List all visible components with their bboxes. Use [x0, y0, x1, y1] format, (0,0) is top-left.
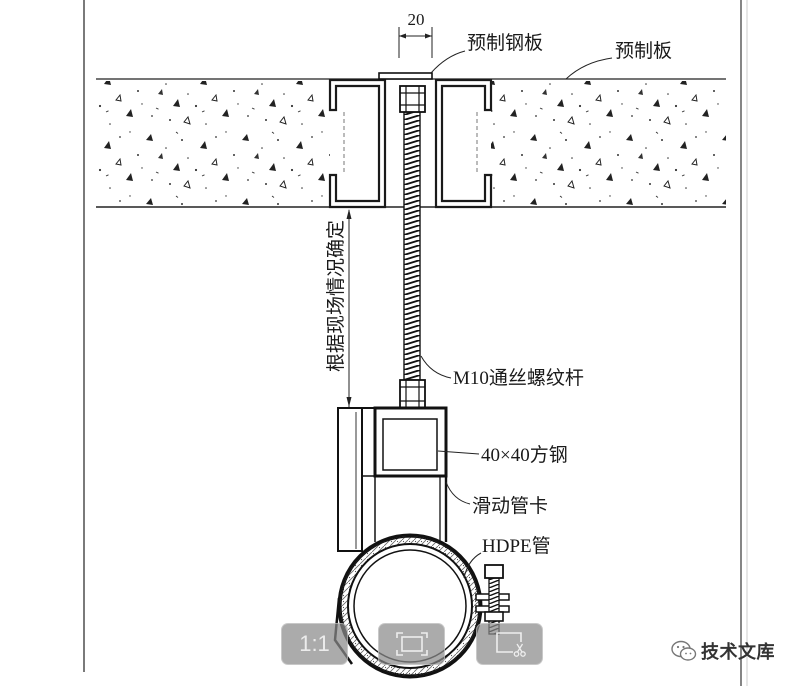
- label-pipe: HDPE管: [482, 535, 551, 557]
- top-nut-facets: [400, 86, 425, 112]
- watermark-text: 技术文库: [701, 642, 775, 663]
- fit-screen-button[interactable]: [378, 623, 445, 665]
- label-square-steel: 40×40方钢: [481, 444, 568, 466]
- leader-clamp: [445, 481, 471, 505]
- dimension-site-determined: 根据现场情况确定: [325, 209, 352, 407]
- precast-slab: [96, 78, 726, 208]
- bottom-nut-body: [399, 379, 426, 409]
- leader-pipe: [463, 552, 482, 579]
- actual-size-label: 1:1: [299, 631, 330, 656]
- dimension-vertical-arrow-bottom: [346, 397, 352, 407]
- dimension-20: 20: [398, 10, 433, 58]
- bolt-nut-bottom: [484, 611, 504, 622]
- bottom-nut-facets: [400, 380, 425, 408]
- callouts: 预制钢板 预制板 M10通丝螺纹杆 40×40方钢 滑动管卡 HDPE管: [420, 32, 672, 579]
- prefab-steel-plate: [378, 72, 433, 80]
- bolt-nut-top: [484, 564, 504, 579]
- bottom-hex-nut: [399, 379, 426, 409]
- right-c-channel: [434, 78, 493, 209]
- actual-size-button[interactable]: 1:1: [281, 623, 348, 665]
- label-rod: M10通丝螺纹杆: [453, 367, 584, 389]
- dimension-20-arrow-right: [425, 33, 432, 39]
- dimension-vertical-text: 根据现场情况确定: [325, 220, 347, 372]
- clamp-bolt-assembly: [475, 564, 510, 635]
- concrete-fill-right: [491, 81, 726, 205]
- label-clamp: 滑动管卡: [472, 495, 548, 517]
- leader-rod: [420, 355, 452, 379]
- square-steel-inner: [382, 418, 438, 471]
- leader-steel-plate: [430, 50, 466, 74]
- watermark: 技术文库: [671, 638, 775, 664]
- crop-edit-icon: [495, 632, 526, 657]
- left-c-channel: [328, 78, 387, 209]
- square-steel-40x40: [373, 406, 448, 478]
- threaded-rod: [403, 111, 421, 381]
- dimension-20-text: 20: [408, 10, 425, 29]
- embedded-channels: [328, 78, 493, 209]
- label-steel-plate: 预制钢板: [467, 32, 543, 54]
- dimension-20-arrow-left: [399, 33, 406, 39]
- leader-square-steel: [437, 450, 480, 455]
- m10-threaded-rod-assembly: [399, 85, 426, 409]
- top-nut-body: [399, 85, 426, 113]
- fit-screen-icon: [395, 632, 428, 656]
- wechat-icon: [671, 640, 697, 661]
- dimension-vertical-arrow-top: [346, 209, 352, 219]
- label-slab: 预制板: [615, 40, 672, 62]
- leader-slab: [565, 57, 613, 80]
- edit-crop-button[interactable]: [476, 623, 543, 665]
- top-hex-nut: [399, 85, 426, 113]
- concrete-fill-left: [96, 81, 330, 205]
- clamp-side-plate: [337, 407, 363, 552]
